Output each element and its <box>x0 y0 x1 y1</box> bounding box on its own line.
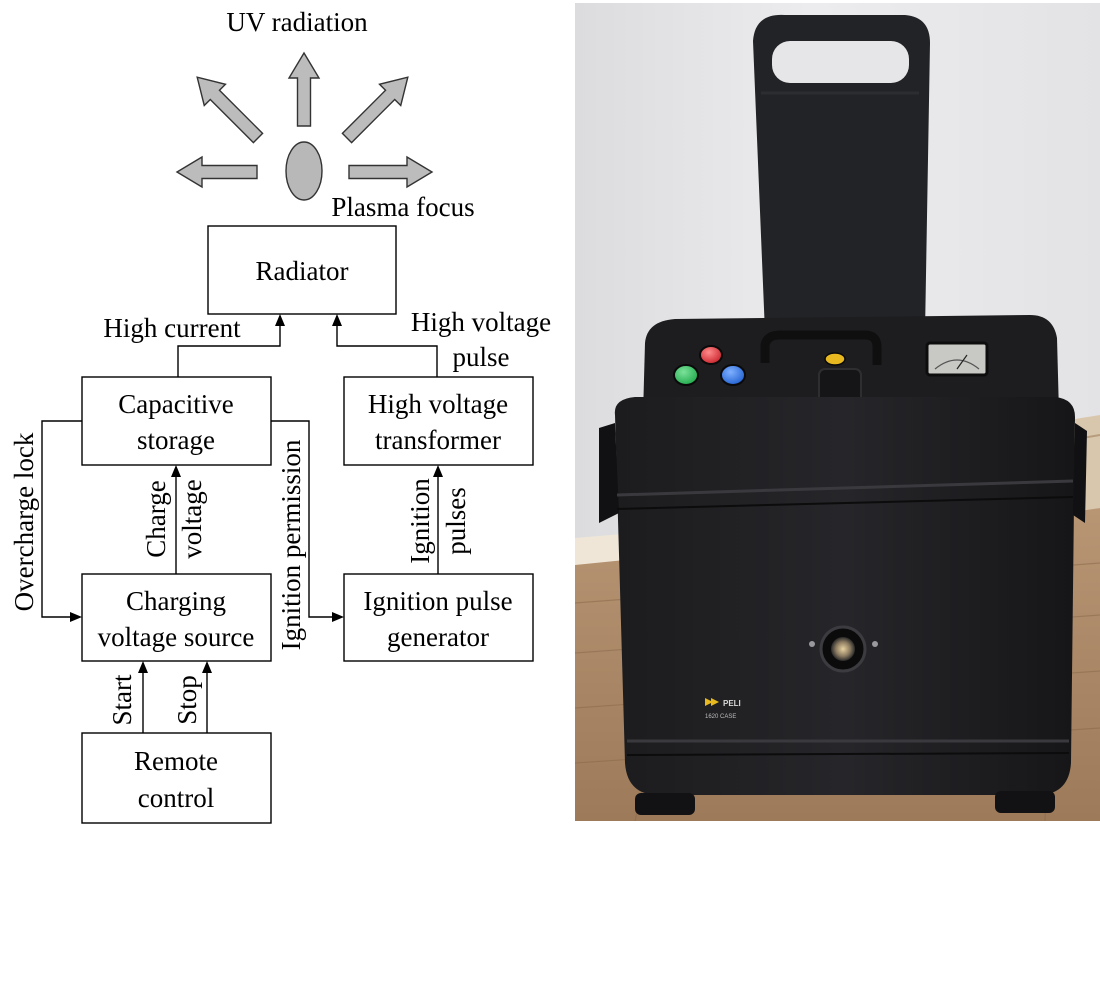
svg-text:1620 CASE: 1620 CASE <box>705 714 736 720</box>
charge-voltage-label-2: voltage <box>177 479 207 558</box>
uv-arrow-up <box>287 51 321 127</box>
ignition-generator-label-2: generator <box>387 622 489 652</box>
charging-source-label-1: Charging <box>126 586 226 616</box>
remote-control-label-1: Remote <box>134 746 218 776</box>
capacitive-storage-box <box>81 376 272 466</box>
stop-label: Stop <box>172 675 202 725</box>
capacitive-storage-label-2: storage <box>137 425 215 455</box>
high-voltage-pulse-label-1: High voltage <box>411 307 551 337</box>
ignition-permission-label: Ignition permission <box>276 439 306 650</box>
uv-arrows <box>175 51 434 189</box>
charging-source-box <box>81 573 272 662</box>
green-button <box>673 364 699 386</box>
ignition-pulses-label-1: Ignition <box>405 478 435 564</box>
ignition-permission-line <box>271 420 332 618</box>
uv-arrow-right <box>348 155 434 189</box>
device-photo: PELI 1620 CASE <box>575 3 1100 821</box>
capacitive-storage-label-1: Capacitive <box>118 389 233 419</box>
high-voltage-pulse-label-2: pulse <box>453 342 510 372</box>
red-lamp <box>699 345 723 365</box>
hv-transformer-label-2: transformer <box>375 425 501 455</box>
ignition-pulses-label-2: pulses <box>441 487 471 555</box>
ignition-generator-label-1: Ignition pulse <box>363 586 512 616</box>
blue-button <box>720 364 746 386</box>
high-voltage-pulse-line <box>336 326 438 377</box>
uv-arrow-up-right <box>341 76 409 144</box>
case-body: PELI 1620 CASE <box>599 397 1087 815</box>
overcharge-lock-label: Overcharge lock <box>9 432 39 611</box>
yellow-key <box>824 352 846 366</box>
charge-voltage-label-1: Charge <box>141 480 171 557</box>
block-diagram: UV radiation Plasma focus Radiator High … <box>9 7 551 824</box>
peli-logo: PELI 1620 CASE <box>705 698 741 720</box>
radiator-label: Radiator <box>256 256 349 286</box>
uv-arrow-left <box>175 155 258 189</box>
uv-arrow-up-left <box>196 76 264 144</box>
svg-text:PELI: PELI <box>723 699 741 708</box>
case-lid <box>643 315 1059 418</box>
radiator-box <box>207 225 397 315</box>
uv-radiation-label: UV radiation <box>226 7 368 37</box>
charging-source-label-2: voltage source <box>98 622 255 652</box>
start-label: Start <box>107 674 137 725</box>
voltmeter <box>925 341 989 377</box>
overcharge-lock-line <box>41 420 82 618</box>
high-current-label: High current <box>103 313 241 343</box>
high-current-line <box>177 326 281 377</box>
hv-transformer-label-1: High voltage <box>368 389 508 419</box>
plasma-focus-shape <box>285 141 323 201</box>
ignition-generator-box <box>343 573 534 662</box>
remote-control-box <box>81 732 272 824</box>
hv-transformer-box <box>343 376 534 466</box>
telescopic-handle <box>753 14 930 333</box>
plasma-focus-label: Plasma focus <box>331 192 474 222</box>
remote-control-label-2: control <box>138 783 214 813</box>
